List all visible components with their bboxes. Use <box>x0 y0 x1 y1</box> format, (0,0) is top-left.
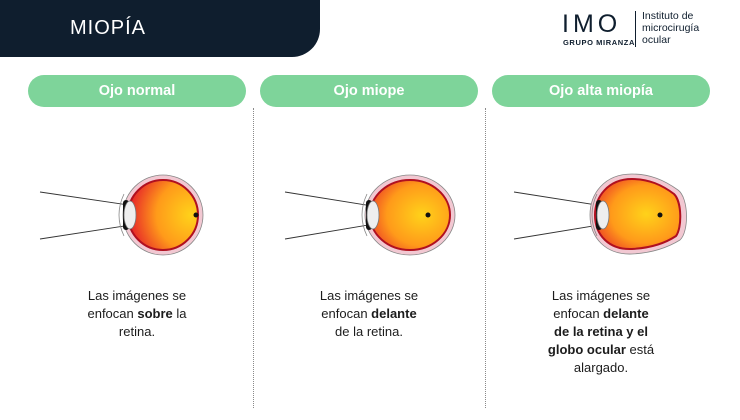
caption-text: enfocan <box>87 306 138 321</box>
focus-point <box>657 212 663 218</box>
lens <box>596 200 610 230</box>
caption-bold: sobre <box>137 306 173 321</box>
caption-normal: Las imágenes se enfocan sobre la retina. <box>28 287 246 341</box>
cornea <box>118 193 125 237</box>
caption-high-myopia: Las imágenes se enfocan delante de la re… <box>492 287 710 377</box>
caption-text: de la retina. <box>335 324 403 339</box>
caption-bold: delante <box>603 306 649 321</box>
myopic-eye-diagram <box>284 174 456 256</box>
caption-bold: delante <box>371 306 417 321</box>
caption-text: enfocan <box>553 306 604 321</box>
focus-point <box>193 212 199 218</box>
column-high-myopia-eye: Ojo alta miopía Las imágenes se enfocan … <box>492 75 710 375</box>
logo-text-line2: microcirugía <box>642 22 700 34</box>
caption-text: retina. <box>118 324 156 339</box>
column-divider <box>485 108 486 408</box>
cornea <box>361 193 368 237</box>
logo-text-line1: Instituto de <box>642 10 694 22</box>
header-bar: MIOPÍA <box>0 0 320 57</box>
caption-bold: globo ocular <box>547 342 626 357</box>
caption-text: la <box>172 306 187 321</box>
logo-text: Instituto de microcirugía ocular <box>642 10 732 46</box>
imo-logo: IMO GRUPO MIRANZA Instituto de microciru… <box>560 10 730 50</box>
high-myopia-eye-diagram <box>513 173 687 255</box>
caption-myopic: Las imágenes se enfocan delante de la re… <box>260 287 478 341</box>
caption-text: enfocan <box>321 306 372 321</box>
cornea <box>591 193 598 237</box>
caption-text: Las imágenes se <box>551 288 651 303</box>
caption-text: Las imágenes se <box>319 288 419 303</box>
caption-text: Las imágenes se <box>87 288 187 303</box>
page-title: MIOPÍA <box>70 17 147 39</box>
eye-inner <box>127 179 199 251</box>
column-divider <box>253 108 254 408</box>
column-myopic-eye: Ojo miope Las imágenes se enfocan delant… <box>260 75 478 339</box>
lens <box>366 200 380 230</box>
normal-eye-diagram <box>39 174 204 256</box>
logo-text-line3: ocular <box>642 34 671 46</box>
focus-point <box>425 212 431 218</box>
label-pill: Ojo miope <box>260 75 478 107</box>
label-pill: Ojo normal <box>28 75 246 107</box>
caption-text: alargado. <box>573 360 629 375</box>
lens <box>123 200 137 230</box>
imo-logo-mark: IMO <box>562 10 621 36</box>
column-normal-eye: Ojo normal Las imágenes se enfocan sobre… <box>28 75 246 339</box>
logo-subtitle: GRUPO MIRANZA <box>563 38 635 47</box>
logo-divider <box>635 11 636 47</box>
caption-text: está <box>625 342 655 357</box>
eye-inner <box>369 179 451 251</box>
logo-mark-text: IMO <box>562 10 621 36</box>
label-pill: Ojo alta miopía <box>492 75 710 107</box>
caption-bold: de la retina y el <box>554 324 648 339</box>
